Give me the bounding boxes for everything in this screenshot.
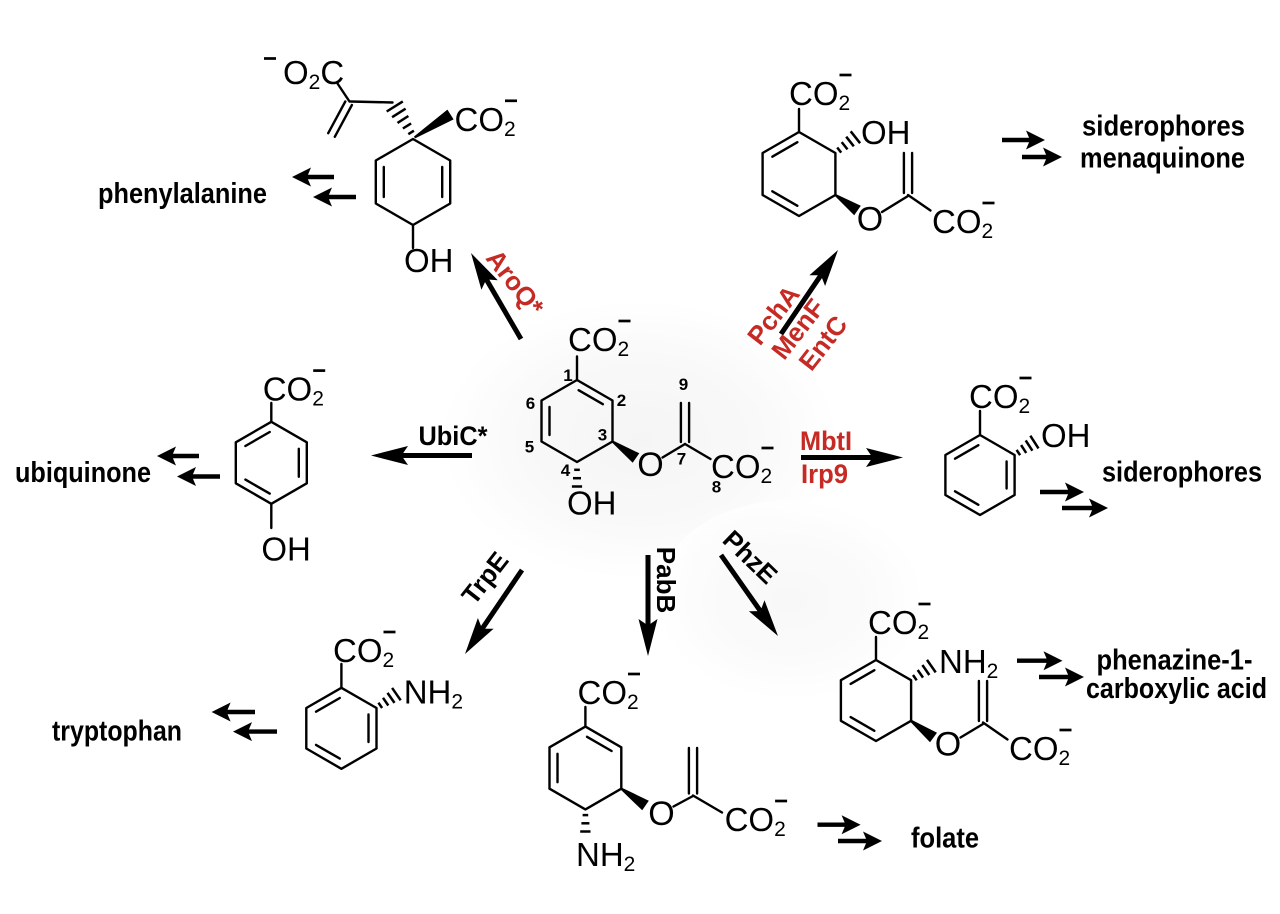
svg-text:Irp9: Irp9: [801, 459, 848, 489]
svg-text:O: O: [857, 201, 883, 239]
svg-text:OH: OH: [261, 531, 311, 568]
svg-text:PabB: PabB: [651, 547, 681, 613]
svg-text:siderophores: siderophores: [1082, 111, 1245, 143]
svg-text:folate: folate: [911, 823, 979, 855]
svg-text:CO2: CO2: [725, 801, 786, 841]
svg-text:7: 7: [677, 450, 686, 469]
svg-text:OH: OH: [567, 485, 617, 522]
svg-text:MbtI: MbtI: [800, 426, 852, 456]
svg-text:4: 4: [561, 461, 571, 480]
svg-text:2: 2: [617, 391, 626, 410]
svg-text:5: 5: [525, 438, 534, 457]
svg-text:OH: OH: [1041, 417, 1091, 454]
svg-text:phenazine-1-: phenazine-1-: [1097, 645, 1253, 677]
svg-text:8: 8: [712, 478, 721, 497]
svg-text:O: O: [935, 726, 961, 764]
svg-text:ubiquinone: ubiquinone: [15, 457, 151, 489]
svg-text:menaquinone: menaquinone: [1080, 143, 1245, 175]
svg-text:OH: OH: [861, 114, 911, 151]
svg-text:6: 6: [526, 394, 535, 413]
svg-text:O: O: [637, 446, 663, 484]
svg-text:carboxylic acid: carboxylic acid: [1086, 673, 1267, 705]
svg-text:1: 1: [563, 366, 572, 385]
svg-text:tryptophan: tryptophan: [52, 716, 182, 748]
svg-text:siderophores: siderophores: [1102, 457, 1262, 489]
svg-text:phenylalanine: phenylalanine: [98, 178, 267, 210]
svg-text:NH2: NH2: [576, 836, 635, 876]
svg-text:UbiC*: UbiC*: [419, 421, 488, 451]
svg-text:9: 9: [679, 375, 688, 394]
svg-text:O: O: [648, 795, 674, 833]
svg-text:3: 3: [598, 426, 607, 445]
svg-text:OH: OH: [404, 242, 454, 279]
